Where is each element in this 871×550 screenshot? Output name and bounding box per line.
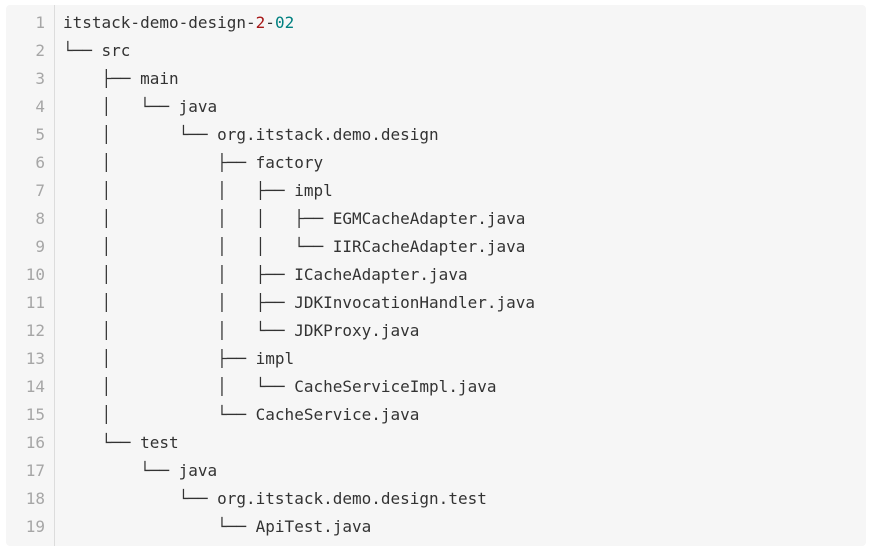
tree-line: 3 ├── main <box>6 65 866 93</box>
code-text: └── java <box>63 461 218 480</box>
line-number: 16 <box>25 433 45 452</box>
tree-line: 9 │ │ │ └── IIRCacheAdapter.java <box>6 233 866 261</box>
line-number: 18 <box>25 489 45 508</box>
line-number: 8 <box>35 209 45 228</box>
tree-line: 6 │ ├── factory <box>6 149 866 177</box>
line-number: 6 <box>35 153 45 172</box>
line-number: 12 <box>25 321 45 340</box>
code-text: │ └── CacheService.java <box>63 405 420 424</box>
gutter-divider <box>54 5 55 546</box>
code-text: │ │ ├── JDKInvocationHandler.java <box>63 293 536 312</box>
number-token-teal: 02 <box>274 13 295 32</box>
tree-line: 16 └── test <box>6 429 866 457</box>
code-text: ├── main <box>63 69 179 88</box>
tree-line: 15 │ └── CacheService.java <box>6 401 866 429</box>
code-text: │ │ │ └── IIRCacheAdapter.java <box>63 237 526 256</box>
code-text: itstack-demo-design-2-02 <box>54 9 294 37</box>
tree-line: 18 └── org.itstack.demo.design.test <box>6 485 866 513</box>
project-name-text: itstack-demo-design- <box>63 13 256 32</box>
tree-line: 10 │ │ ├── ICacheAdapter.java <box>6 261 866 289</box>
line-number: 19 <box>25 517 45 536</box>
line-number: 5 <box>35 125 45 144</box>
line-number: 14 <box>25 377 45 396</box>
number-token-red: 2 <box>255 13 266 32</box>
tree-line: 17 └── java <box>6 457 866 485</box>
line-number: 7 <box>35 181 45 200</box>
code-text: │ │ └── JDKProxy.java <box>63 321 420 340</box>
tree-line: 13 │ ├── impl <box>6 345 866 373</box>
tree-line: 2 └── src <box>6 37 866 65</box>
code-text: │ │ ├── impl <box>63 181 333 200</box>
dash-text: - <box>265 13 275 32</box>
tree-line: 8 │ │ │ ├── EGMCacheAdapter.java <box>6 205 866 233</box>
tree-line: 19 └── ApiTest.java <box>6 513 866 541</box>
line-number: 1 <box>35 13 45 32</box>
line-number: 2 <box>35 41 45 60</box>
line-number: 4 <box>35 97 45 116</box>
code-text: └── test <box>63 433 179 452</box>
code-text: │ ├── impl <box>63 349 295 368</box>
code-text: └── ApiTest.java <box>63 517 372 536</box>
tree-line: 11 │ │ ├── JDKInvocationHandler.java <box>6 289 866 317</box>
code-text: │ │ └── CacheServiceImpl.java <box>63 377 497 396</box>
line-number: 15 <box>25 405 45 424</box>
tree-line: 4 │ └── java <box>6 93 866 121</box>
line-number: 13 <box>25 349 45 368</box>
line-number: 10 <box>25 265 45 284</box>
code-text: │ └── java <box>63 97 218 116</box>
line-number: 9 <box>35 237 45 256</box>
code-text: └── org.itstack.demo.design.test <box>63 489 487 508</box>
tree-line-1: 1 itstack-demo-design-2-02 <box>6 9 866 37</box>
code-text: │ └── org.itstack.demo.design <box>63 125 439 144</box>
tree-line: 7 │ │ ├── impl <box>6 177 866 205</box>
code-text: │ ├── factory <box>63 153 324 172</box>
tree-line: 12 │ │ └── JDKProxy.java <box>6 317 866 345</box>
tree-line: 5 │ └── org.itstack.demo.design <box>6 121 866 149</box>
code-text: └── src <box>63 41 131 60</box>
code-text: │ │ ├── ICacheAdapter.java <box>63 265 468 284</box>
line-number: 3 <box>35 69 45 88</box>
line-number: 17 <box>25 461 45 480</box>
code-block: 1 itstack-demo-design-2-02 2 └── src 3 ├… <box>6 5 866 546</box>
code-text: │ │ │ ├── EGMCacheAdapter.java <box>63 209 526 228</box>
line-number: 11 <box>25 293 45 312</box>
tree-line: 14 │ │ └── CacheServiceImpl.java <box>6 373 866 401</box>
